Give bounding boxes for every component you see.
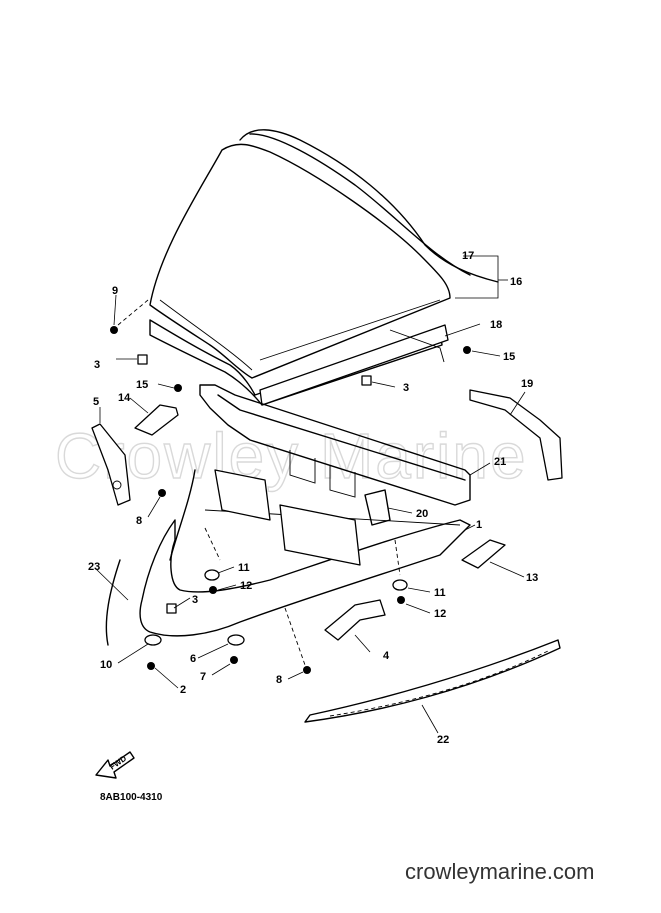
- callout-15: 15: [503, 351, 515, 363]
- fwd-arrow-icon: FWD: [95, 751, 135, 779]
- callout-12: 12: [434, 608, 446, 620]
- site-footer: crowleymarine.com: [405, 859, 595, 884]
- callout-12: 12: [240, 580, 252, 592]
- callout-10: 10: [100, 659, 112, 671]
- bracket-14: [134, 404, 179, 436]
- air-duct: [199, 384, 471, 526]
- bracket-19: [469, 389, 563, 481]
- hull-strip: [304, 639, 561, 723]
- callout-2: 2: [180, 684, 186, 696]
- callout-15: 15: [136, 379, 148, 391]
- callout-11: 11: [238, 562, 250, 574]
- bracket-4: [324, 599, 386, 641]
- part-code: 8AB100-4310: [100, 792, 163, 803]
- callout-22: 22: [437, 734, 449, 746]
- callout-labels: 1 2 3 3 3 4 5 6 7 8 8 9 10 11 11 12 12 1…: [88, 250, 538, 746]
- bracket-13: [461, 539, 506, 569]
- windshield: [149, 129, 499, 379]
- lower-cowling: [105, 469, 471, 646]
- callout-23: 23: [88, 561, 100, 573]
- callout-13: 13: [526, 572, 538, 584]
- callout-19: 19: [521, 378, 533, 390]
- callout-11: 11: [434, 587, 446, 599]
- windshield-trim: [149, 319, 449, 406]
- callout-8: 8: [136, 515, 142, 527]
- callout-16: 16: [510, 276, 522, 288]
- callout-3: 3: [403, 382, 409, 394]
- callout-1: 1: [476, 519, 482, 531]
- callout-21: 21: [494, 456, 506, 468]
- bracket-5: [91, 423, 131, 506]
- callout-14: 14: [118, 392, 131, 404]
- callout-20: 20: [416, 508, 428, 520]
- callout-4: 4: [383, 650, 390, 662]
- callout-9: 9: [112, 285, 118, 297]
- leader-lines: [95, 255, 526, 734]
- callout-5: 5: [93, 396, 99, 408]
- callout-18: 18: [490, 319, 502, 331]
- callout-8: 8: [276, 674, 282, 686]
- callout-17: 17: [462, 250, 474, 262]
- callout-3: 3: [192, 594, 198, 606]
- callout-6: 6: [190, 653, 196, 665]
- callout-3: 3: [94, 359, 100, 371]
- callout-7: 7: [200, 671, 206, 683]
- washers: [110, 326, 471, 674]
